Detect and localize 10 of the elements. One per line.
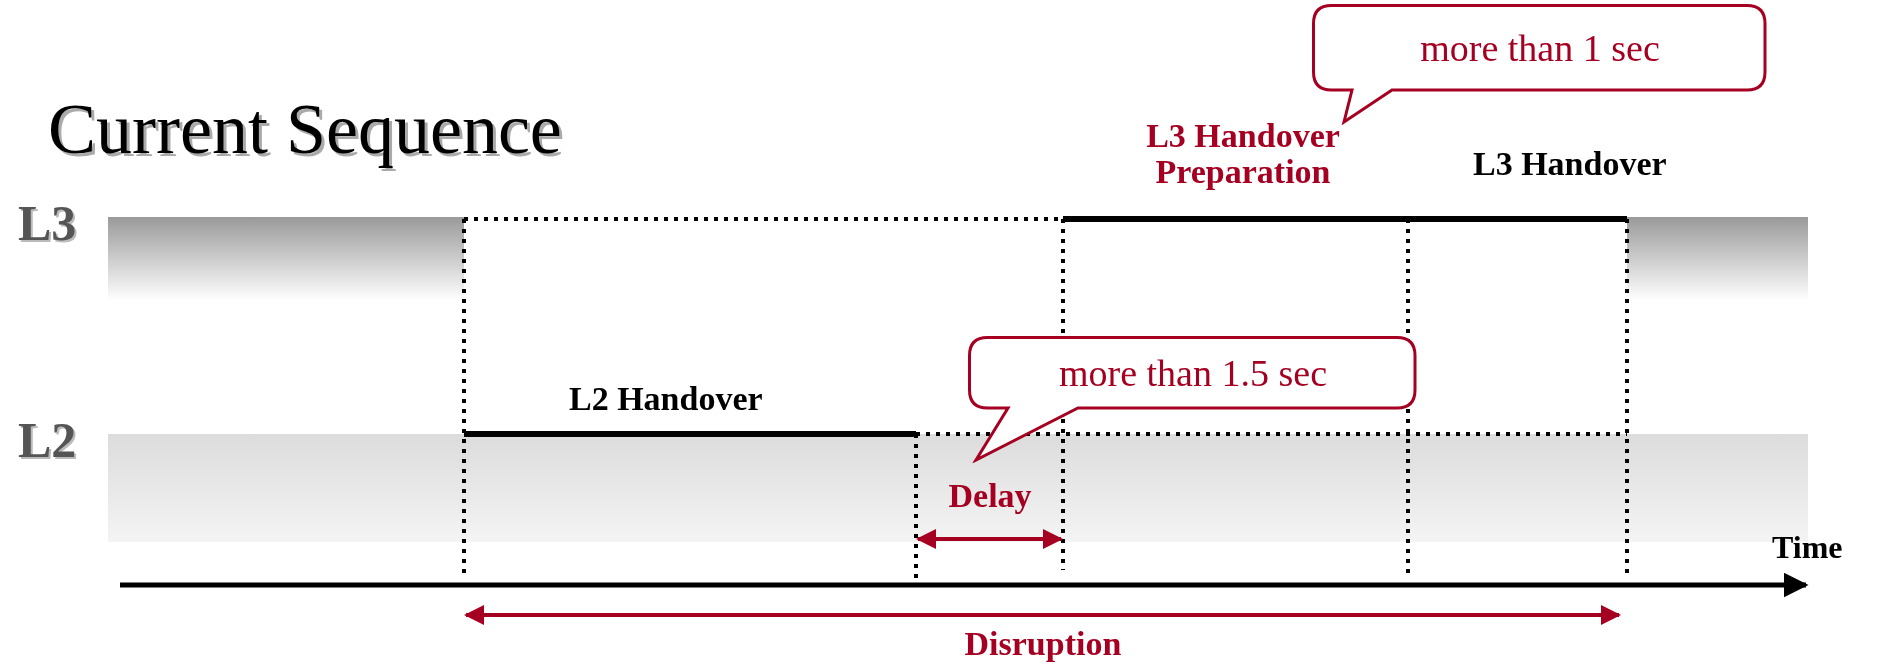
slide-title: Current Sequence — [48, 92, 562, 168]
layer-label: L3 — [18, 197, 77, 250]
callout-bubble: more than 1.5 sec — [968, 336, 1418, 463]
callout-bubble: more than 1 sec — [1312, 4, 1768, 125]
axis-label: Time — [1772, 531, 1843, 565]
measure-label: Disruption — [964, 626, 1122, 662]
phase-label: L3 Handover — [1473, 146, 1667, 182]
phase-label: L2 Handover — [569, 381, 763, 417]
measure-label: Delay — [948, 478, 1032, 514]
layer-label: L2 — [18, 414, 77, 467]
